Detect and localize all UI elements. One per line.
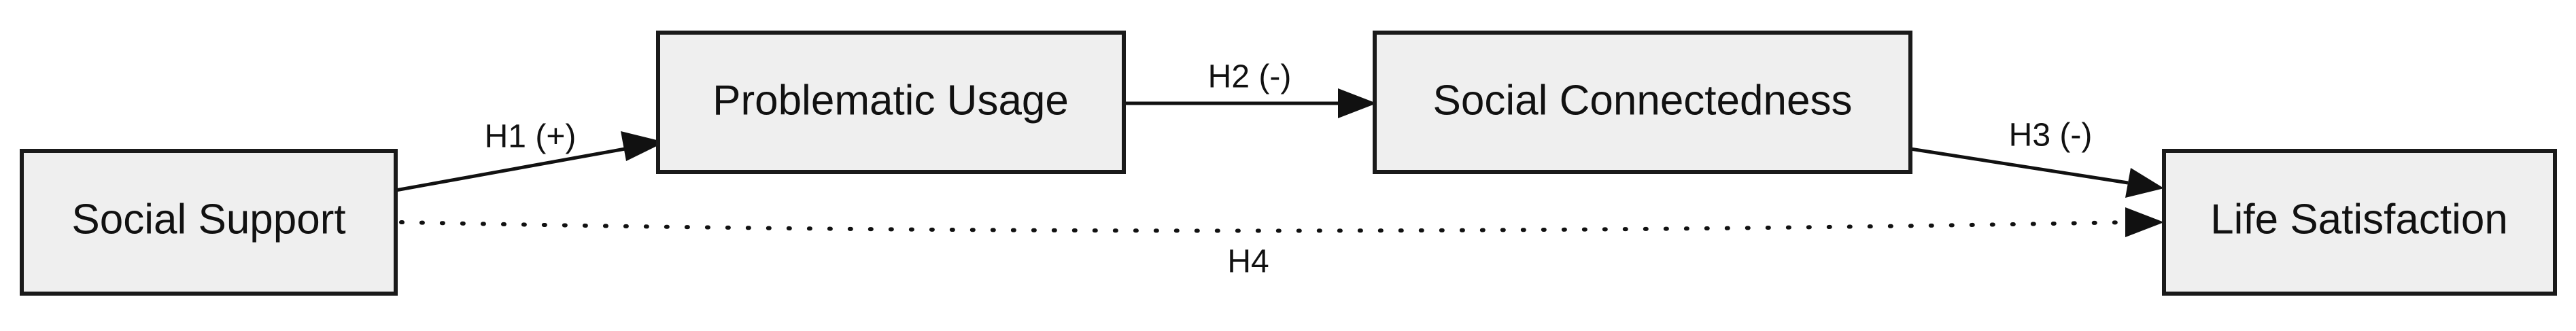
edge-h2-arrowhead [1338, 88, 1377, 118]
node-life-satisfaction: Life Satisfaction [2162, 149, 2557, 296]
node-social-support: Social Support [20, 149, 398, 296]
edge-h4-label: H4 [1227, 244, 1269, 280]
node-problematic-usage-label: Problematic Usage [712, 77, 1069, 124]
node-life-satisfaction-box [2162, 149, 2557, 296]
edge-h2-label: H2 (-) [1208, 59, 1292, 95]
node-social-support-box [20, 149, 398, 296]
node-social-connectedness-box [1373, 31, 1912, 174]
node-social-support-label: Social Support [71, 196, 345, 243]
edge-h3-arrowhead [2125, 168, 2164, 198]
edge-h2: H2 (-) [1124, 59, 1377, 118]
edge-h3-line [1910, 147, 2129, 185]
edge-h1-line [395, 146, 630, 192]
edge-h1: H1 (+) [395, 119, 665, 192]
edge-h1-arrowhead [621, 131, 665, 161]
edge-h3: H3 (-) [1910, 118, 2164, 198]
edge-h4-arrowhead [2125, 207, 2164, 237]
edge-h4: H4 [399, 207, 2164, 280]
node-life-satisfaction-label: Life Satisfaction [2210, 196, 2508, 243]
edge-h1-label: H1 (+) [485, 119, 577, 155]
node-social-connectedness-label: Social Connectedness [1433, 77, 1853, 124]
node-problematic-usage: Problematic Usage [656, 31, 1126, 174]
node-social-connectedness: Social Connectedness [1373, 31, 1912, 174]
edge-h3-label: H3 (-) [2009, 118, 2093, 154]
node-problematic-usage-box [656, 31, 1126, 174]
edge-h4-line [399, 220, 2130, 233]
